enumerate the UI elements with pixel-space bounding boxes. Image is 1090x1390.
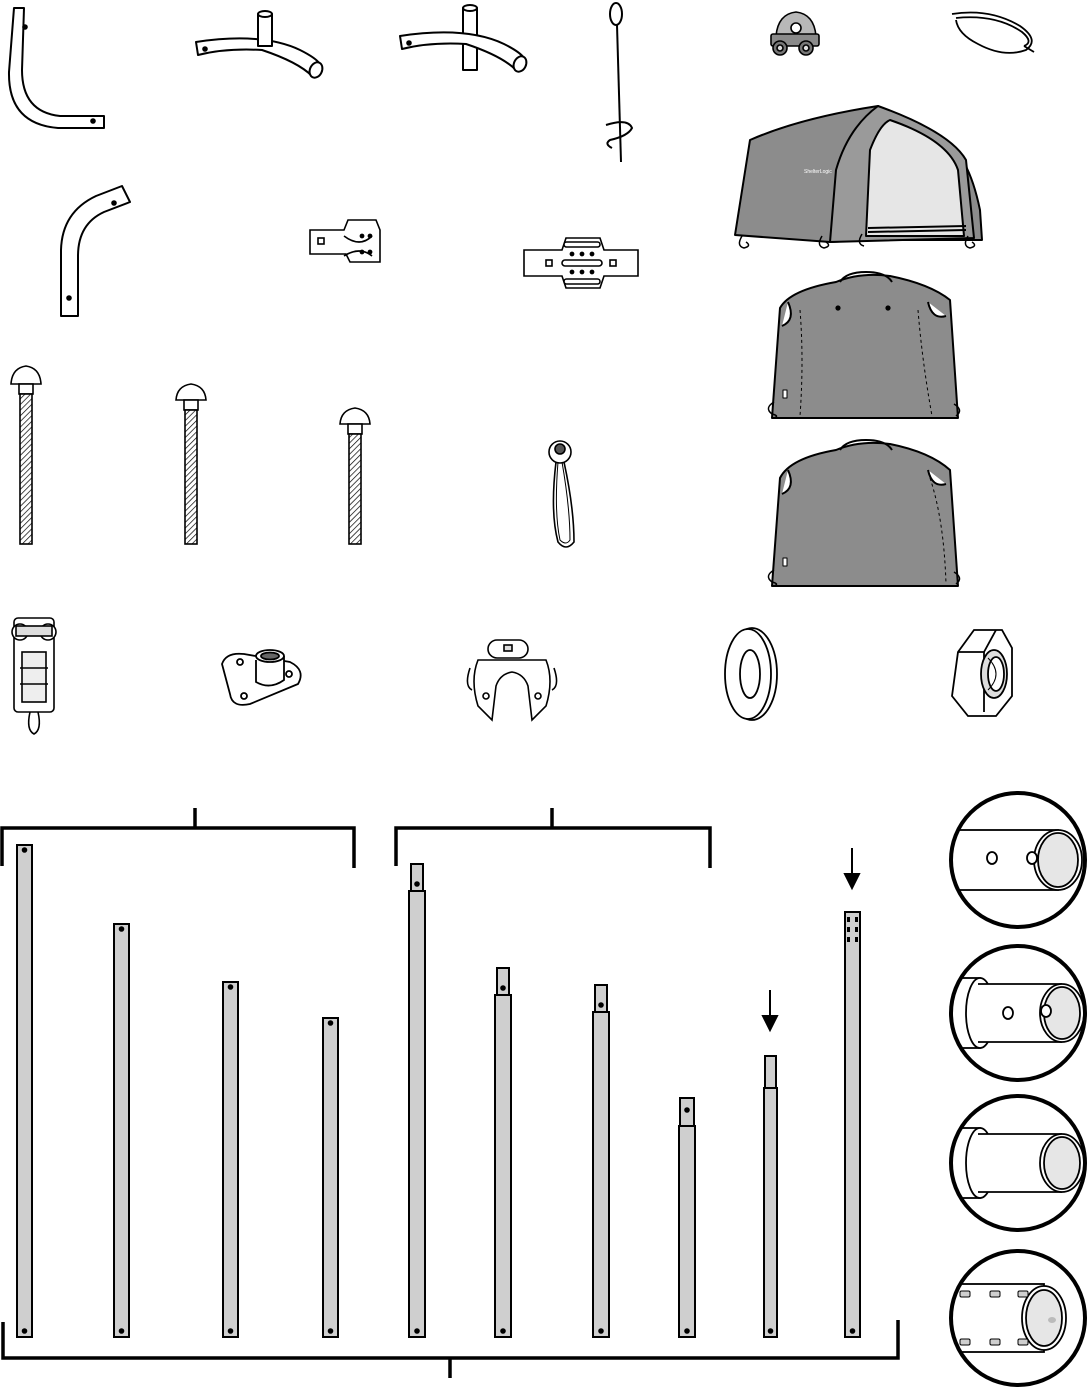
washer-icon xyxy=(725,628,777,720)
medium-bolt-icon xyxy=(176,384,206,544)
plain-pipe-2 xyxy=(114,924,129,1337)
bracket-swaged-pipes xyxy=(396,808,710,868)
swaged-pipe-2 xyxy=(495,968,511,1337)
ball-bungee-icon xyxy=(549,441,574,547)
rear-panel-icon xyxy=(768,440,959,586)
tee-fitting-icon xyxy=(196,11,325,80)
cable-clamp-icon xyxy=(771,12,819,55)
roof-cover-logo: ShelterLogic xyxy=(804,169,832,175)
roof-cover-icon: ShelterLogic xyxy=(735,106,982,248)
swaged-pipe-5 xyxy=(764,1056,777,1337)
pipe-end-hole-icon xyxy=(940,793,1085,927)
cross-fitting-icon xyxy=(400,5,529,74)
arrow-down-icon xyxy=(845,848,859,888)
slotted-pipe xyxy=(845,912,860,1337)
plain-pipe-4 xyxy=(323,1018,338,1337)
small-bracket-icon xyxy=(310,220,380,262)
plain-pipe-3 xyxy=(223,982,238,1337)
curved-elbow-icon xyxy=(61,186,130,316)
hex-nut-icon xyxy=(952,630,1012,716)
pipe-clip-icon xyxy=(467,640,556,720)
ratchet-icon xyxy=(12,618,56,734)
bracket-plain-pipes xyxy=(2,808,354,868)
front-panel-icon xyxy=(768,272,959,418)
long-bolt-icon xyxy=(11,366,41,544)
swaged-pipe-3 xyxy=(593,985,609,1337)
large-bracket-icon xyxy=(524,238,638,288)
foot-plate-icon xyxy=(222,650,301,705)
pipe-end-swaged-icon xyxy=(940,1096,1085,1230)
pipe-end-slotted-icon xyxy=(940,1251,1085,1385)
plain-pipe-1 xyxy=(17,845,32,1337)
swaged-pipe-1 xyxy=(409,864,425,1337)
short-bolt-icon xyxy=(340,408,370,544)
cable-coil-icon xyxy=(952,13,1034,53)
l-elbow-pipe-icon xyxy=(9,8,104,128)
arrow-down-icon xyxy=(763,990,777,1030)
pipe-end-swaged-hole-icon xyxy=(940,946,1085,1080)
swaged-pipe-4 xyxy=(679,1098,695,1337)
auger-anchor-icon xyxy=(606,3,632,162)
